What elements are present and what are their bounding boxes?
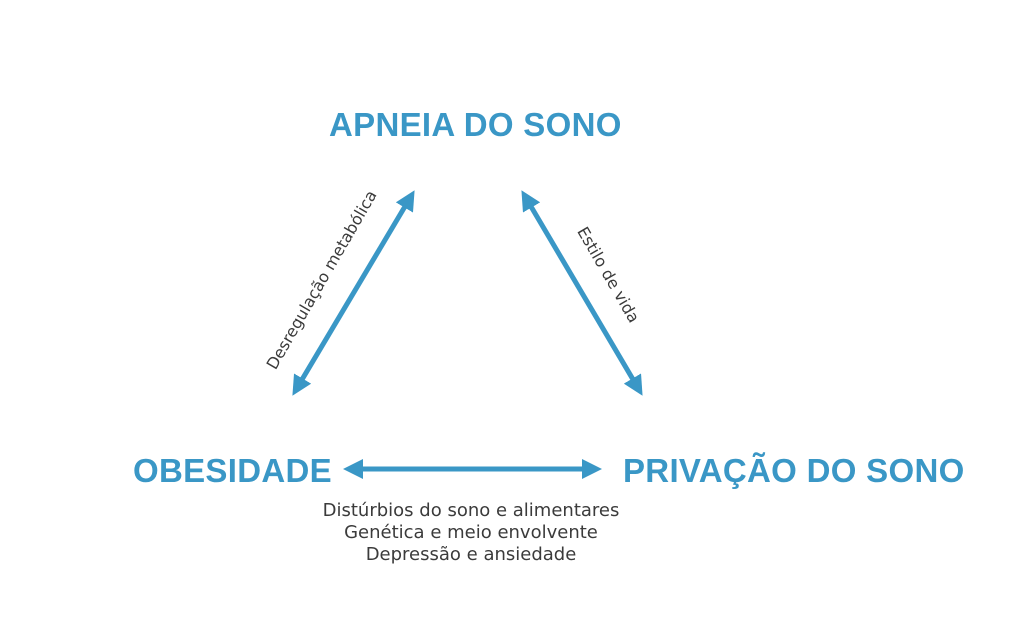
edge-label-depressao: Depressão e ansiedade — [365, 544, 577, 565]
edge-label-bottom-group: Distúrbios do sono e alimentares Genétic… — [323, 500, 620, 566]
edge-label-disturbios: Distúrbios do sono e alimentares — [322, 500, 620, 521]
node-privacao-do-sono: PRIVAÇÃO DO SONO — [623, 452, 965, 489]
node-obesidade: OBESIDADE — [133, 452, 332, 489]
arrow-apneia-obesidade — [292, 190, 415, 396]
arrow-apneia-privacao — [521, 190, 643, 396]
node-apneia-do-sono: APNEIA DO SONO — [329, 106, 622, 143]
edge-label-genetica: Genética e meio envolvente — [344, 522, 598, 543]
